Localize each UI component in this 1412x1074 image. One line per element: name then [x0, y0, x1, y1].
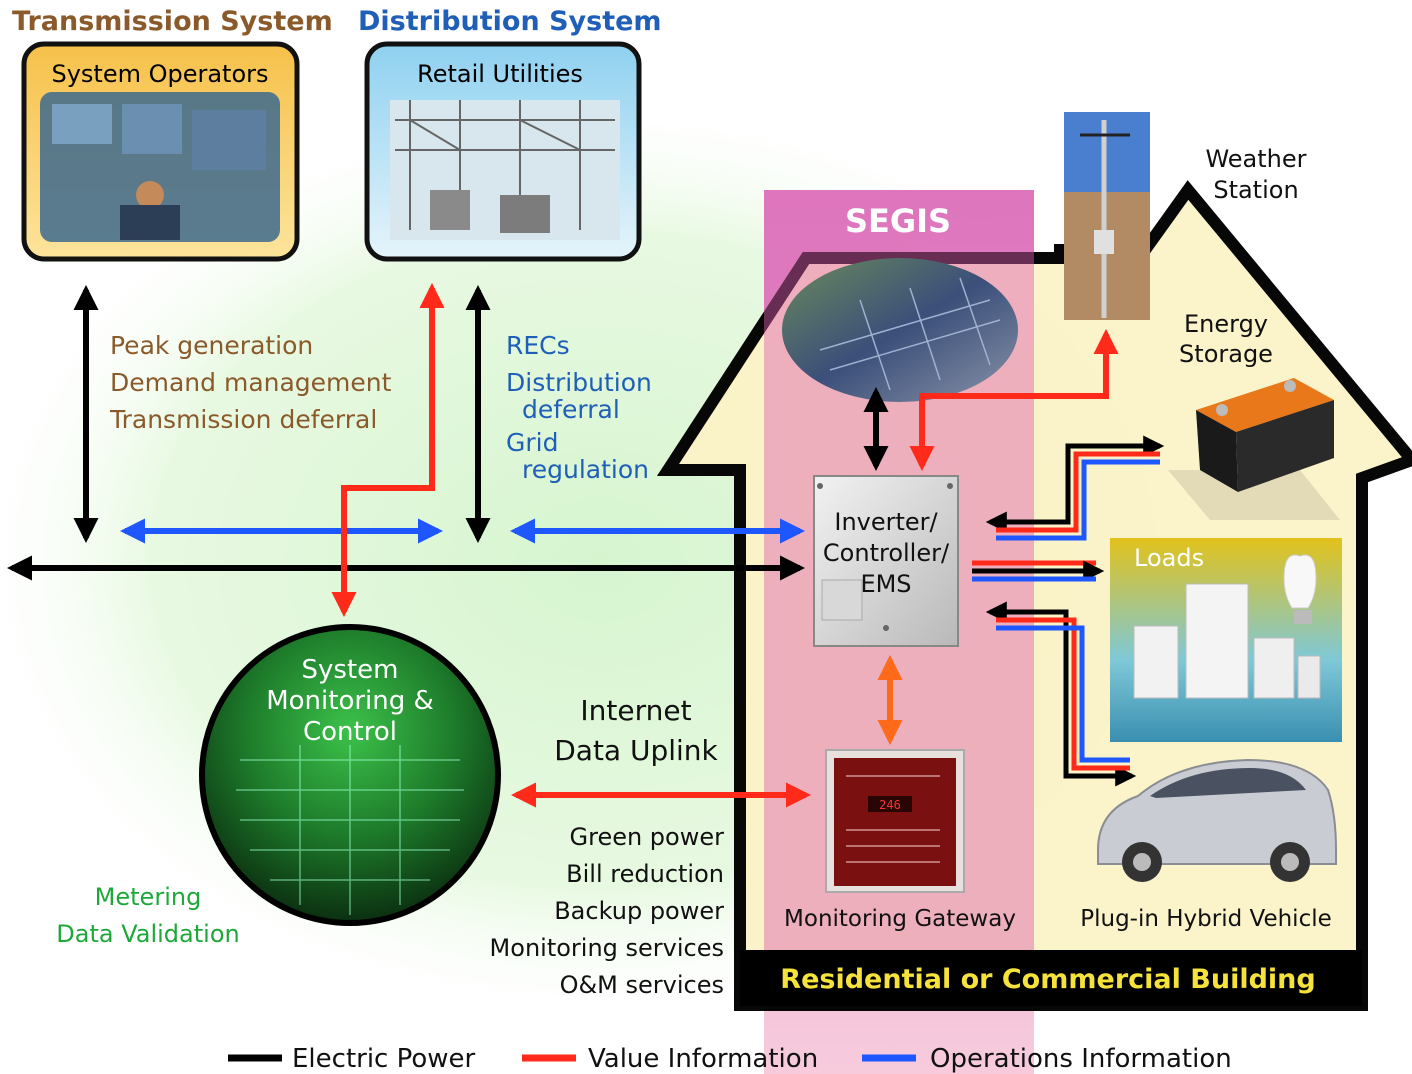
dishwasher-image [1253, 637, 1295, 699]
service-item: O&M services [560, 971, 724, 999]
weather-value-arrow [909, 328, 1119, 472]
segis-label: SEGIS [845, 202, 951, 240]
service-item: Backup power [554, 897, 724, 925]
legend-label: Value Information [588, 1044, 818, 1074]
inverter-box [813, 475, 959, 647]
monitoring-control-label: Control [303, 717, 397, 747]
inverter-loads-arrow [972, 560, 1105, 582]
battery-image [1168, 378, 1340, 520]
distribution-header: Distribution System [358, 6, 662, 37]
monitoring-gateway-device: 246 [825, 749, 965, 893]
distribution-benefit: RECs [506, 331, 570, 360]
legend-label: Operations Information [930, 1044, 1232, 1074]
legend: Electric Power Value Information Operati… [228, 1044, 1232, 1074]
server-rack-image [236, 745, 464, 915]
energy-storage-label: Energy [1184, 310, 1268, 338]
system-operators-box: System Operators [21, 41, 300, 262]
value-info-utilities-arrow [331, 282, 445, 618]
loads-box [1110, 538, 1342, 742]
service-item: Monitoring services [490, 934, 724, 962]
monitoring-control-circle [199, 624, 501, 926]
monitoring-control-label: System [302, 655, 399, 685]
transmission-header: Transmission System [12, 6, 333, 37]
metering-label: Data Validation [56, 920, 239, 948]
vehicle-image [1097, 758, 1337, 882]
internet-label: Data Uplink [554, 734, 718, 767]
vehicle-label: Plug-in Hybrid Vehicle [1080, 906, 1332, 932]
monitoring-gateway-label: Monitoring Gateway [784, 906, 1016, 932]
inverter-storage-arrow [985, 435, 1165, 541]
svg-text:246: 246 [879, 798, 901, 812]
weather-station-image [1064, 112, 1150, 320]
inverter-label: EMS [860, 570, 911, 598]
weather-station-label: Station [1213, 176, 1298, 204]
legend-label: Electric Power [292, 1044, 476, 1074]
loads-label: Loads [1134, 544, 1204, 572]
building-banner [740, 950, 1362, 1006]
light-bulb-icon [1283, 554, 1317, 624]
transmission-benefit: Transmission deferral [109, 405, 377, 434]
transmission-benefit: Peak generation [110, 331, 313, 360]
distribution-benefit: Grid [506, 428, 558, 457]
weather-station-label: Weather [1205, 145, 1306, 173]
refrigerator-image [1185, 583, 1249, 699]
distribution-benefit: regulation [522, 455, 649, 484]
inverter-label: Inverter/ [834, 508, 938, 536]
inverter-label: Controller/ [823, 539, 950, 567]
retail-utilities-title: Retail Utilities [417, 60, 583, 88]
metering-label: Metering [95, 883, 202, 911]
retail-utilities-box: Retail Utilities [364, 41, 642, 262]
distribution-benefit: deferral [522, 395, 620, 424]
building-banner-text: Residential or Commercial Building [780, 964, 1315, 995]
distribution-benefit: Distribution [506, 368, 652, 397]
internet-label: Internet [580, 694, 691, 727]
monitoring-control-label: Monitoring & [266, 686, 434, 716]
system-operators-title: System Operators [51, 60, 268, 88]
solar-panel-image [782, 258, 1018, 402]
service-item: Bill reduction [566, 860, 724, 888]
transmission-benefit: Demand management [110, 368, 392, 397]
washer-image [1133, 625, 1179, 699]
energy-storage-label: Storage [1179, 340, 1273, 368]
substation-image [390, 100, 620, 240]
inverter-vehicle-arrow [985, 601, 1137, 787]
service-item: Green power [570, 823, 725, 851]
